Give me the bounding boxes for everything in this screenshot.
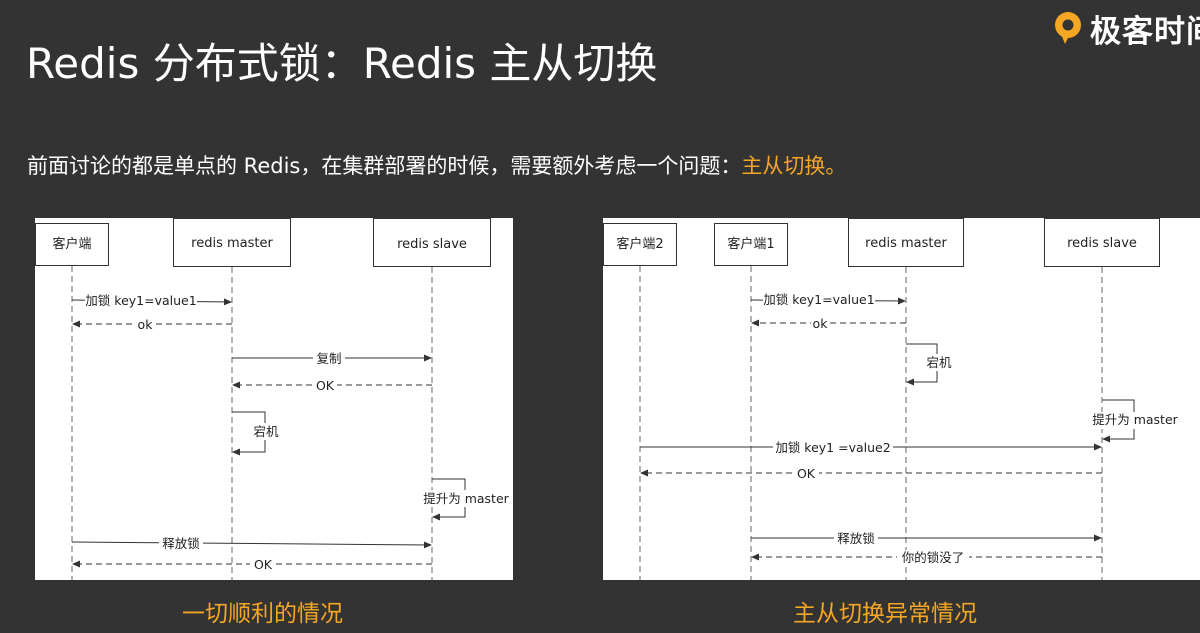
- msg-ok2: OK: [316, 378, 335, 393]
- diagram-right: 客户端2 客户端1 redis master redis slave 加锁 ke…: [603, 218, 1200, 580]
- participant-client: 客户端: [52, 236, 91, 252]
- msg-promote: 提升为 master: [1092, 412, 1178, 427]
- page-title: Redis 分布式锁：Redis 主从切换: [26, 39, 658, 88]
- msg-ok2: OK: [797, 466, 816, 481]
- diagram-left: 客户端 redis master redis slave 加锁 key1=val…: [35, 218, 513, 580]
- participant-box-slave: [373, 218, 491, 267]
- participant-master: redis master: [865, 236, 947, 251]
- logo: 极客时间: [1052, 6, 1200, 50]
- msg-lost: 你的锁没了: [902, 550, 965, 565]
- msg-ok1: ok: [813, 316, 829, 331]
- participant-slave: redis slave: [1067, 236, 1137, 251]
- msg-crash: 宕机: [926, 355, 952, 370]
- participant-box-client2: [603, 223, 677, 266]
- participant-box-client: [35, 223, 109, 266]
- caption-right: 主从切换异常情况: [793, 601, 977, 627]
- participant-box-slave: [1044, 218, 1160, 267]
- msg-lock1: 加锁 key1=value1: [763, 292, 874, 307]
- msg-replicate: 复制: [316, 351, 341, 366]
- logo-icon: [1055, 12, 1081, 44]
- msg-ok3: OK: [254, 557, 273, 572]
- logo-text: 极客时间: [1090, 13, 1200, 50]
- participant-client2: 客户端2: [616, 236, 663, 252]
- participant-box-master: [848, 218, 964, 267]
- participant-client1: 客户端1: [727, 236, 774, 252]
- msg-promote: 提升为 master: [423, 491, 509, 506]
- participant-slave: redis slave: [397, 237, 467, 252]
- participant-box-master: [173, 218, 291, 267]
- intro-text: 前面讨论的都是单点的 Redis，在集群部署的时候，需要额外考虑一个问题：主从切…: [27, 150, 846, 180]
- intro-highlight: 主从切换。: [741, 154, 847, 178]
- arrow-release: [71, 541, 432, 549]
- msg-lock2: 加锁 key1 =value2: [775, 440, 890, 455]
- participant-box-client1: [714, 223, 788, 266]
- msg-release: 释放锁: [162, 536, 200, 551]
- intro-body: 前面讨论的都是单点的 Redis，在集群部署的时候，需要额外考虑一个问题：: [27, 154, 742, 178]
- msg-release: 释放锁: [837, 531, 875, 546]
- participant-master: redis master: [191, 236, 273, 251]
- msg-lock: 加锁 key1=value1: [85, 293, 196, 308]
- msg-ok1: ok: [138, 317, 154, 332]
- msg-crash: 宕机: [253, 424, 279, 439]
- caption-left: 一切顺利的情况: [182, 601, 343, 627]
